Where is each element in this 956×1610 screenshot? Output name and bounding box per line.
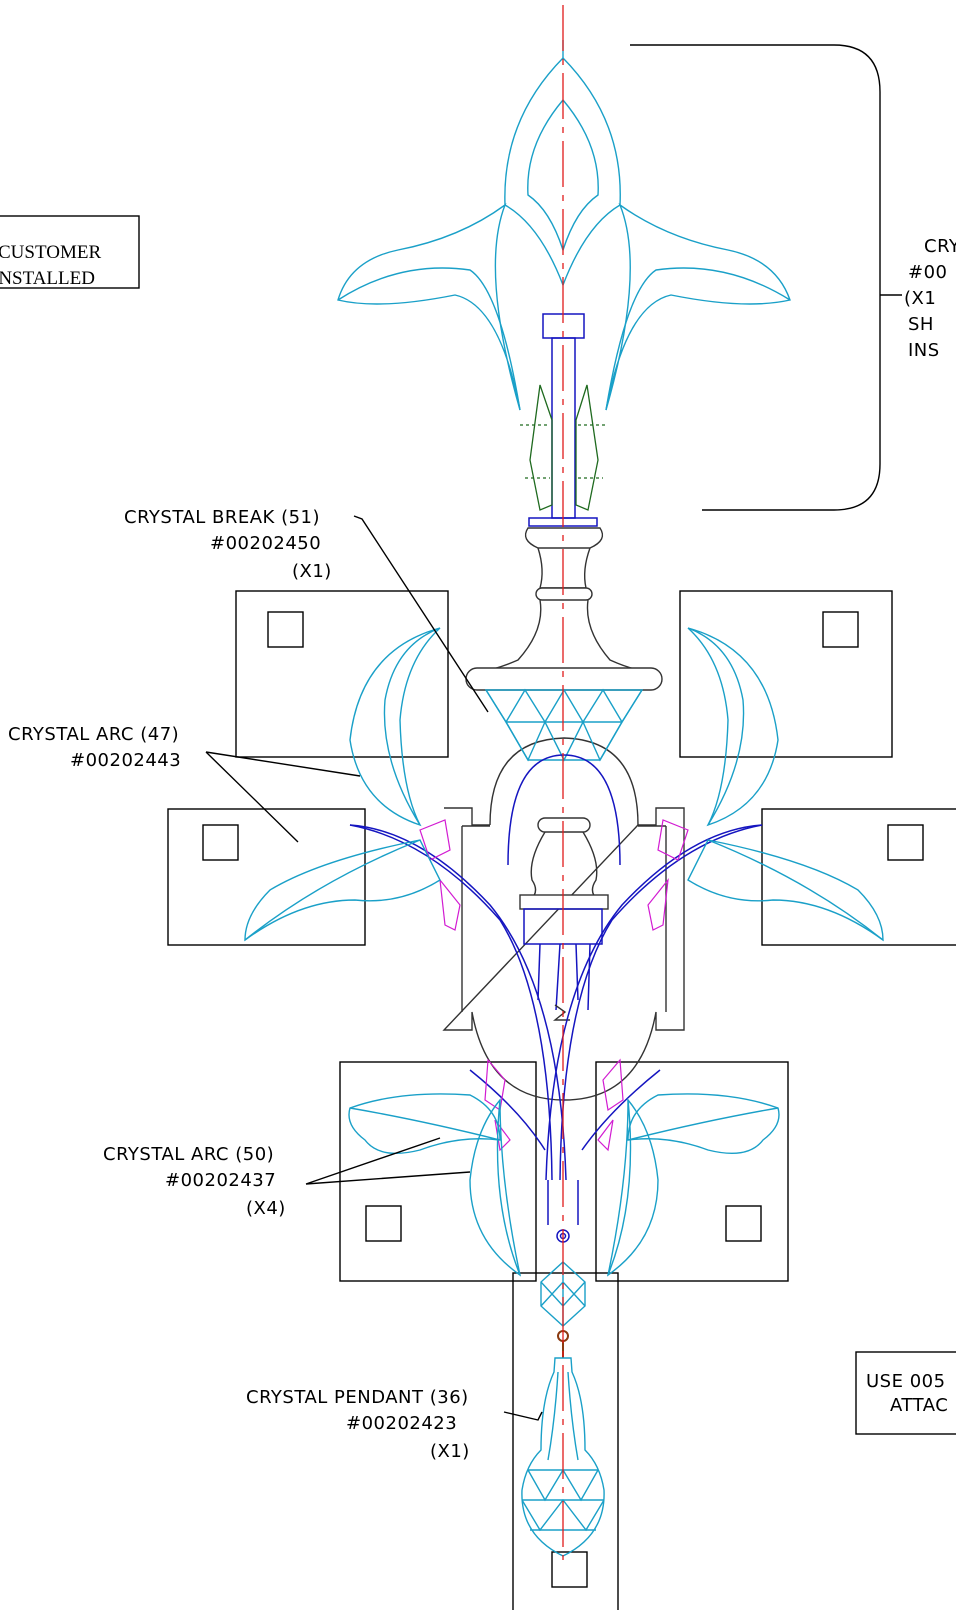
crystal-pendant-callout: CRYSTAL PENDANT (36) #00202423 (X1): [246, 1387, 543, 1462]
use-clip-line1: USE 005: [866, 1371, 946, 1392]
top-spire-line2: #00: [908, 262, 948, 283]
scroll-arms: [349, 819, 763, 1243]
crystal-arc-47-callout: CRYSTAL ARC (47) #00202443: [8, 724, 361, 843]
crystal-break-callout: CRYSTAL BREAK (51) #00202450 (X1): [124, 507, 489, 713]
crystal-arc-47-name: CRYSTAL ARC (47): [8, 724, 179, 745]
crystal-pendant-qty: (X1): [430, 1441, 470, 1462]
crystal-break-name: CRYSTAL BREAK (51): [124, 507, 320, 528]
top-spire-line1: CRY: [924, 236, 956, 257]
fleur-de-lis-spire: [337, 40, 791, 527]
crystal-arc-50-part: #00202437: [165, 1170, 276, 1191]
top-spire-callout: CRY #00 (X1 SH INS: [630, 44, 956, 511]
customer-installed-line1: CUSTOMER: [0, 242, 101, 263]
top-spire-line3: (X1: [904, 288, 936, 309]
crystal-pendant-name: CRYSTAL PENDANT (36): [246, 1387, 469, 1408]
crystal-arc-50-name: CRYSTAL ARC (50): [103, 1144, 274, 1165]
crystal-pendant-part: #00202423: [346, 1413, 457, 1434]
crystal-arc-50-qty: (X4): [246, 1198, 286, 1219]
use-clip-note: USE 005 ATTAC: [855, 1351, 956, 1435]
crystal-arc-47-part: #00202443: [70, 750, 181, 771]
crystal-break-part: #00202450: [210, 533, 321, 554]
mounting-pads: [167, 590, 956, 1610]
crystal-arcs: [244, 627, 884, 1277]
urn-body: [442, 527, 685, 1101]
top-spire-line4: SH: [908, 314, 934, 335]
crystal-break-qty: (X1): [292, 561, 332, 582]
top-spire-line5: INS: [908, 340, 940, 361]
crystal-arc-50-callout: CRYSTAL ARC (50) #00202437 (X4): [103, 1137, 471, 1219]
customer-installed-note: CUSTOMER INSTALLED: [0, 215, 140, 289]
use-clip-line2: ATTAC: [890, 1395, 948, 1416]
customer-installed-line2: INSTALLED: [0, 268, 95, 289]
